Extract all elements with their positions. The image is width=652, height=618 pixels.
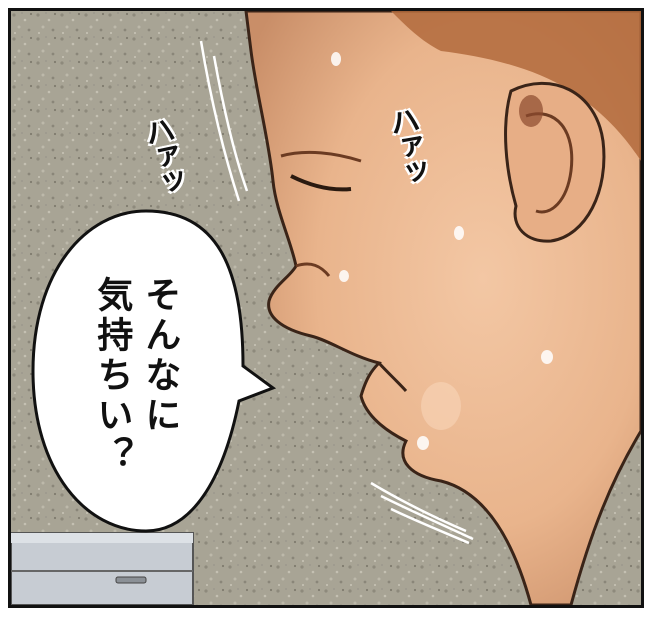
ear	[504, 81, 606, 243]
sweat-drops	[331, 52, 553, 450]
closed-eye	[290, 174, 352, 192]
drawer-handle	[115, 576, 147, 584]
eyebrow	[280, 150, 362, 163]
cabinet	[11, 532, 194, 605]
dialogue-line-2: 気持ちい？	[91, 276, 133, 476]
hair	[391, 11, 641, 161]
manga-panel: ハァッ ハァッ そんなに 気持ちい？	[8, 8, 644, 608]
dialogue-line-1: そんなに	[139, 276, 181, 436]
panel-artwork	[11, 11, 641, 605]
mouth	[377, 362, 408, 392]
speech-bubble	[31, 209, 277, 533]
motion-lines	[199, 40, 474, 545]
